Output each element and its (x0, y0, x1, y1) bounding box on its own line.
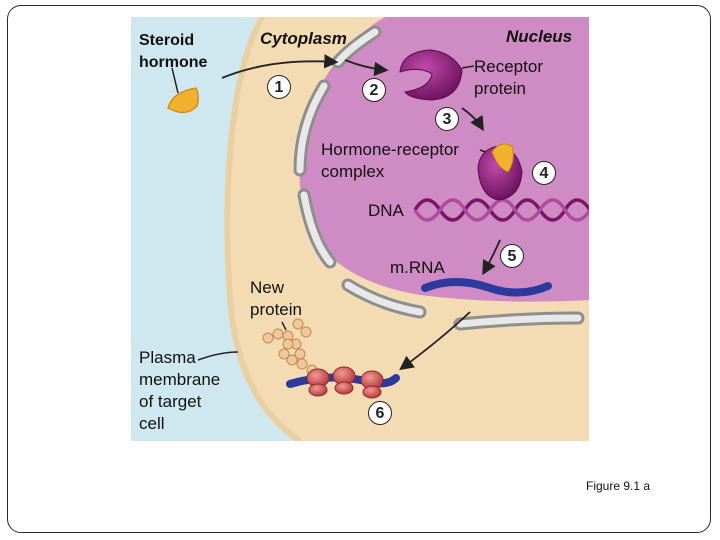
arrow-transcription (482, 239, 501, 276)
label-cytoplasm: Cytoplasm (260, 29, 347, 48)
step-1-marker: 1 (267, 75, 291, 99)
arrow-to-receptor (344, 59, 389, 77)
label-receptor-protein: Receptor protein (474, 57, 543, 98)
mrna-strand-nucleus (421, 278, 552, 297)
label-steroid-hormone: Steroid hormone (139, 32, 208, 71)
step-4-marker: 4 (532, 161, 556, 185)
step-2-marker: 2 (362, 78, 386, 102)
dna-helix (413, 198, 589, 222)
steroid-hormone-molecule (167, 87, 199, 114)
plasma-membrane-leader (197, 351, 239, 361)
ribosomes (306, 366, 384, 399)
step-5-marker: 5 (500, 244, 524, 268)
arrow-binding (461, 107, 484, 132)
label-hormone-receptor-complex: Hormone-receptor complex (321, 140, 459, 181)
plasma-membrane (224, 17, 302, 441)
receptor-protein-shape (399, 49, 463, 101)
steroid-hormone-leader (171, 67, 179, 94)
label-dna: DNA (368, 201, 404, 220)
figure-caption: Figure 9.1 a (586, 479, 651, 493)
bound-hormone (491, 143, 514, 173)
step-6-marker: 6 (368, 401, 392, 425)
label-plasma-membrane: Plasma membrane of target cell (139, 348, 221, 433)
receptor-leader (461, 65, 475, 69)
arrow-hormone-entry (221, 54, 339, 79)
slide-frame (7, 5, 711, 533)
label-mrna: m.RNA (390, 258, 445, 277)
label-nucleus: Nucleus (506, 27, 573, 46)
new-protein-chain (262, 318, 318, 376)
step-3-marker: 3 (435, 107, 459, 131)
arrow-translation (399, 311, 471, 371)
label-new-protein: New protein (250, 278, 302, 319)
